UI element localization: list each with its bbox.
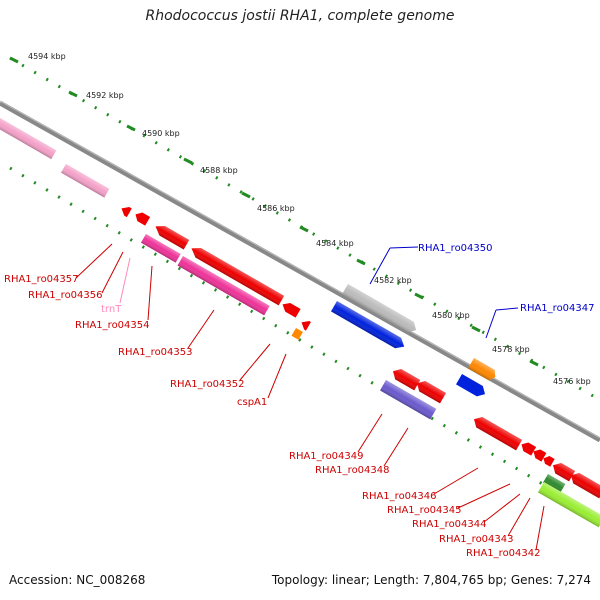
gene-red-long[interactable]: [189, 244, 285, 306]
genome-summary-text: Topology: linear; Length: 7,804,765 bp; …: [271, 573, 591, 587]
gene-ro04349[interactable]: [390, 366, 421, 391]
gene-red-edge-1[interactable]: [550, 460, 576, 482]
ruler-tick-label: 4584 kbp: [316, 239, 354, 248]
ruler-ticks: 4594 kbp 4592 kbp 4590 kbp 4588 kbp 4586…: [9, 52, 591, 386]
ruler-tick: 4586 kbp: [241, 191, 295, 213]
map-title: Rhodococcus jostii RHA1, complete genome: [145, 8, 455, 24]
gene-trnT[interactable]: [133, 210, 151, 226]
gene-ro04350[interactable]: [342, 284, 419, 335]
gene-label[interactable]: RHA1_ro04345: [387, 505, 462, 516]
ruler-tick: 4576 kbp: [529, 359, 591, 386]
gene-label[interactable]: RHA1_ro04349: [289, 451, 364, 462]
ruler-tick: 4588 kbp: [183, 157, 238, 175]
ruler-tick: 4582 kbp: [356, 258, 412, 285]
gene-features: [0, 113, 600, 528]
gene-label[interactable]: RHA1_ro04342: [466, 548, 541, 559]
ruler-tick-label: 4578 kbp: [492, 345, 530, 354]
gene-label[interactable]: RHA1_ro04344: [412, 519, 487, 530]
accession-text: Accession: NC_008268: [9, 573, 146, 587]
gene-label[interactable]: RHA1_ro04354: [75, 320, 150, 331]
genome-backbone: [0, 100, 600, 443]
ruler-tick: 4584 kbp: [299, 225, 354, 248]
gene-ro04347[interactable]: [468, 358, 498, 382]
gene-label[interactable]: RHA1_ro04348: [315, 465, 390, 476]
ruler-tick: 4590 kbp: [126, 124, 180, 138]
gene-label[interactable]: cspA1: [237, 397, 267, 408]
gene-red-tiny[interactable]: [299, 318, 311, 331]
ruler-tick-label: 4588 kbp: [200, 166, 238, 175]
gene-cspA1[interactable]: [291, 328, 303, 340]
gene-ro04356[interactable]: [119, 204, 132, 218]
gene-ro04354[interactable]: [153, 222, 190, 250]
label-leaders: [75, 243, 545, 551]
gene-blue-forward[interactable]: [331, 301, 407, 352]
ruler-tick: 4592 kbp: [68, 90, 124, 100]
ruler-tick-label: 4592 kbp: [86, 91, 124, 100]
ruler-tick-label: 4594 kbp: [28, 52, 66, 61]
gene-label[interactable]: RHA1_ro04353: [118, 347, 193, 358]
gene-label[interactable]: trnT: [101, 304, 122, 315]
ruler-tick-label: 4590 kbp: [142, 129, 180, 138]
gene-ro04344[interactable]: [531, 447, 547, 462]
gene-purple[interactable]: [380, 380, 437, 420]
gene-label-group: RHA1_ro04357 RHA1_ro04356 trnT RHA1_ro04…: [4, 243, 595, 559]
reverse-dotted-line: [9, 166, 600, 520]
gene-ro04345[interactable]: [519, 440, 537, 456]
ruler-tick-label: 4586 kbp: [257, 204, 295, 213]
gene-ro04353[interactable]: [141, 234, 181, 263]
gene-red-small[interactable]: [280, 300, 301, 318]
gene-ro04348[interactable]: [414, 378, 447, 404]
gene-ro04352[interactable]: [177, 256, 270, 316]
gene-blue-forward-small[interactable]: [456, 374, 488, 399]
gene-red-edge-2[interactable]: [568, 470, 600, 499]
gene-label[interactable]: RHA1_ro04352: [170, 379, 245, 390]
gene-ro04342[interactable]: [543, 474, 566, 493]
gene-label[interactable]: RHA1_ro04343: [439, 534, 514, 545]
gene-ro04343[interactable]: [542, 454, 555, 467]
gene-label[interactable]: RHA1_ro04346: [362, 491, 437, 502]
ruler-tick: 4580 kbp: [414, 292, 470, 320]
ruler-tick: 4578 kbp: [471, 325, 530, 354]
gene-label[interactable]: RHA1_ro04356: [28, 290, 103, 301]
ruler-tick-label: 4580 kbp: [432, 311, 470, 320]
gene-label[interactable]: RHA1_ro04350: [418, 243, 493, 254]
gene-label[interactable]: RHA1_ro04357: [4, 274, 79, 285]
gene-ro04357[interactable]: [0, 113, 57, 160]
ruler-dotted-line: [9, 56, 600, 402]
genome-backbone-highlight: [0, 100, 600, 439]
ruler-tick: 4594 kbp: [9, 52, 66, 64]
gene-lime[interactable]: [538, 482, 600, 528]
gene-light-pink[interactable]: [61, 164, 110, 198]
ruler-tick-label: 4582 kbp: [374, 276, 412, 285]
gene-ro04346[interactable]: [471, 414, 523, 451]
gene-label[interactable]: RHA1_ro04347: [520, 303, 595, 314]
ruler-tick-label: 4576 kbp: [553, 377, 591, 386]
